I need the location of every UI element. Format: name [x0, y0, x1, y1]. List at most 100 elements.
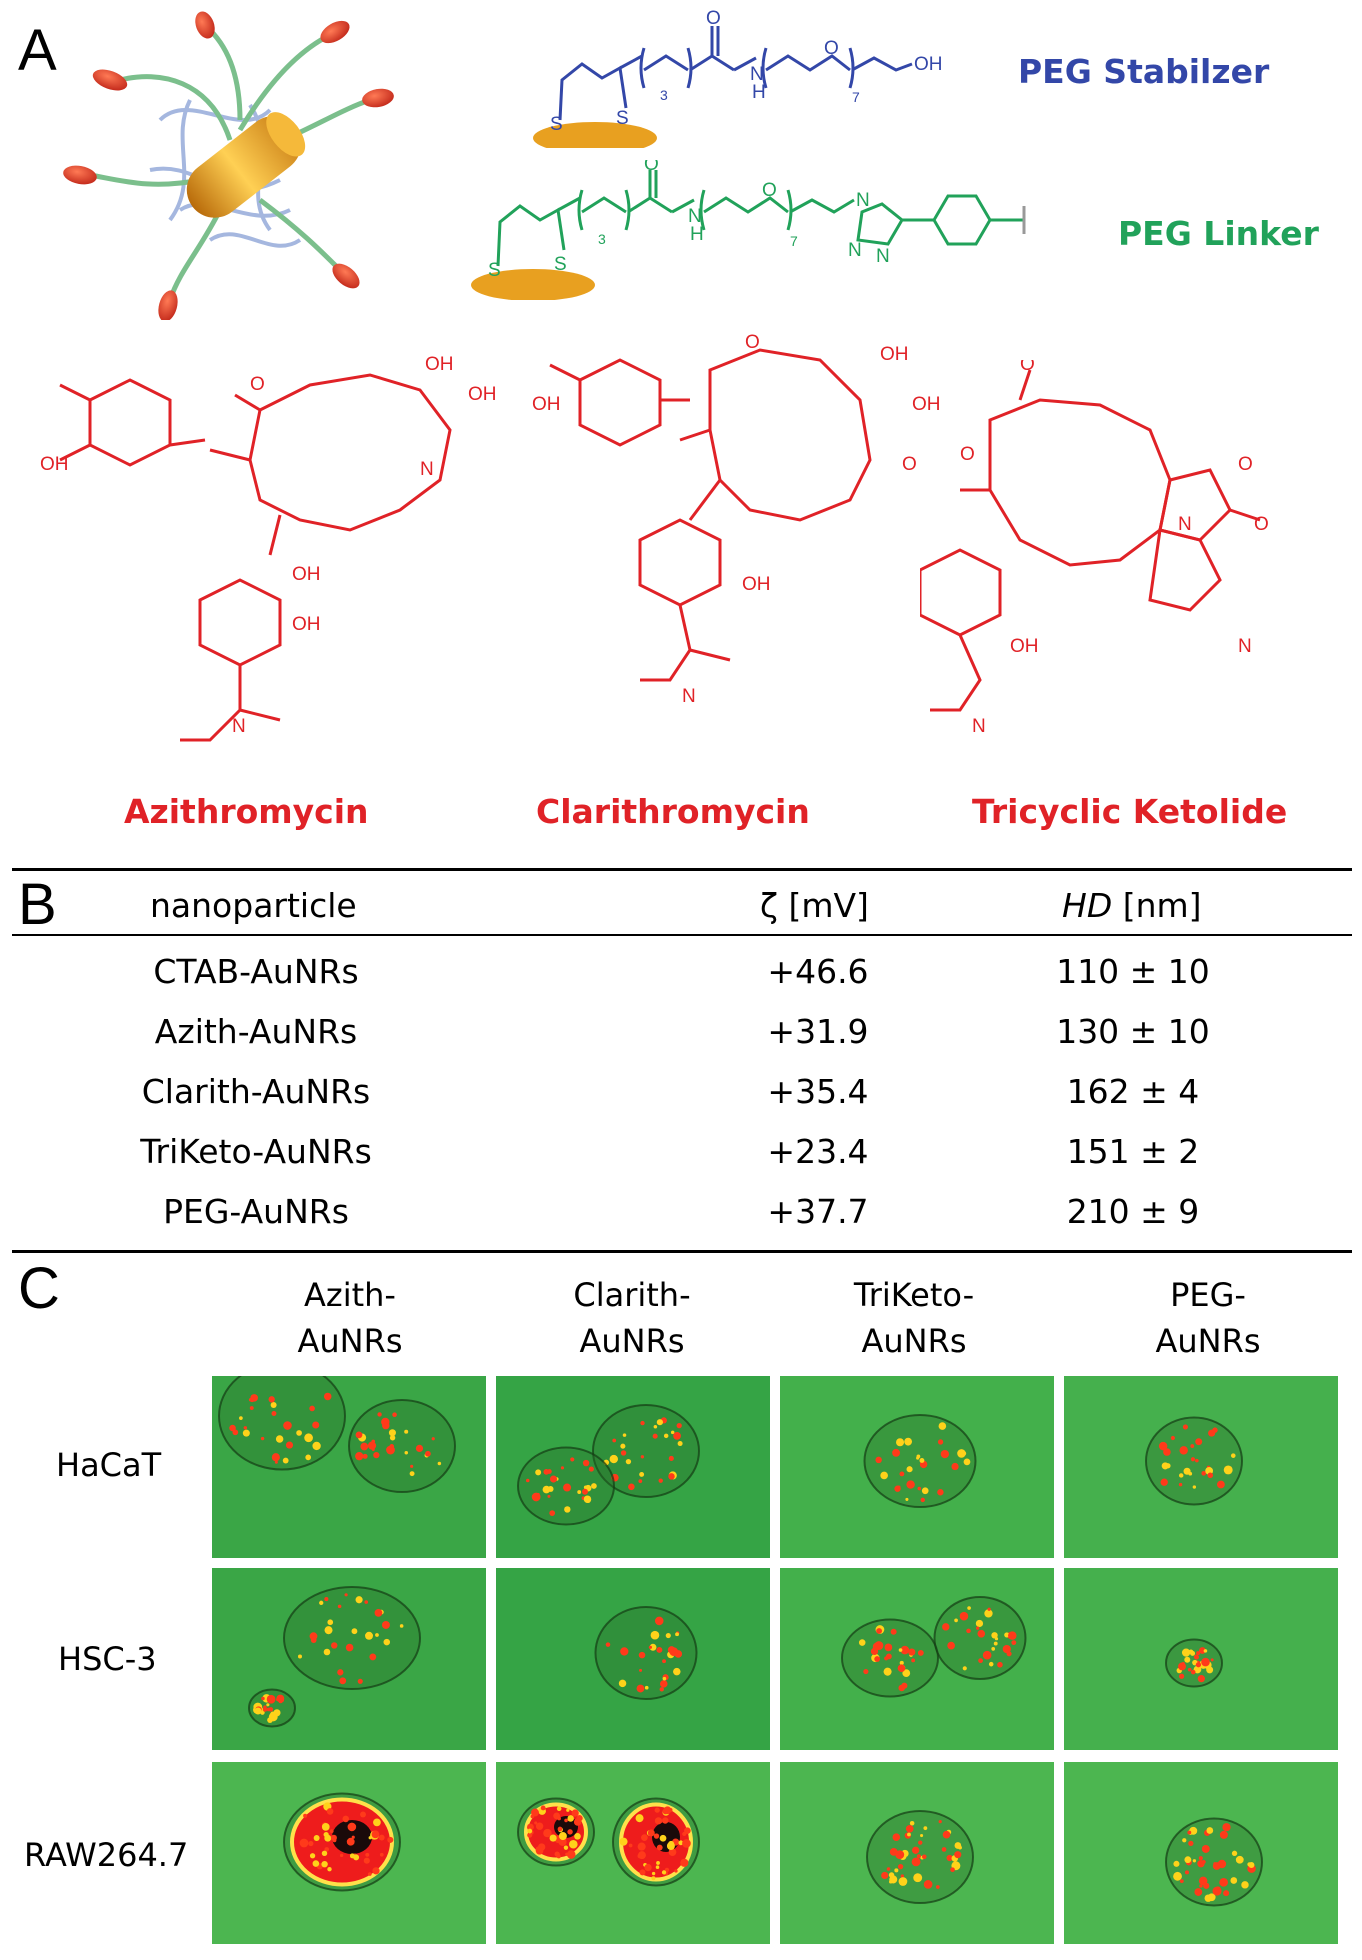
cell-zeta: +46.6	[767, 952, 869, 991]
cell-zeta: +35.4	[767, 1072, 869, 1111]
cell-hd: 130 ± 10	[1056, 1012, 1210, 1051]
cell-nanoparticle: TriKeto-AuNRs	[140, 1132, 372, 1171]
atom-label: N	[688, 206, 702, 227]
peg-stabilizer-structure: S S 3 O N H O 7 OH	[533, 8, 943, 148]
atom-label: N	[420, 459, 434, 480]
subscript-label: 7	[852, 89, 860, 105]
panel-b-letter: B	[18, 872, 57, 937]
column-header-line: AuNRs	[861, 1322, 967, 1360]
atom-label: OH	[40, 454, 69, 475]
micrograph-hsc-3-col3	[780, 1568, 1054, 1750]
column-header-line: AuNRs	[297, 1322, 403, 1360]
atom-label: O	[1254, 514, 1269, 535]
atom-label: OH	[292, 564, 321, 585]
peg-stabilizer-label: PEG Stabilzer	[1018, 52, 1270, 91]
azithromycin-structure: O OH OH N OH OH OH N	[40, 354, 497, 742]
atom-label: O	[745, 332, 760, 353]
atom-label: S	[550, 114, 563, 135]
cell-nanoparticle: CTAB-AuNRs	[153, 952, 359, 991]
atom-label: H	[690, 224, 704, 245]
clarithromycin-structure: O OH OH O OH OH N	[532, 332, 941, 707]
micrograph-hacat-col3	[780, 1376, 1054, 1558]
cell-hd: 162 ± 4	[1066, 1072, 1200, 1111]
cell-hd: 210 ± 9	[1066, 1192, 1200, 1231]
cell-zeta: +37.7	[767, 1192, 869, 1231]
row-label-hsc3: HSC-3	[58, 1640, 157, 1678]
column-header-line: AuNRs	[1155, 1322, 1261, 1360]
micrograph-raw264.7-col1	[212, 1762, 486, 1944]
atom-label: N	[848, 240, 862, 261]
subscript-label: 7	[790, 233, 798, 249]
header-zeta: ζ [mV]	[760, 886, 869, 925]
atom-label: OH	[292, 614, 321, 635]
atom-label: OH	[468, 384, 497, 405]
micrograph-hsc-3-col2	[496, 1568, 770, 1750]
atom-label: N	[232, 716, 246, 737]
atom-label: OH	[914, 54, 943, 75]
header-nanoparticle: nanoparticle	[150, 886, 357, 925]
atom-label: N	[682, 686, 696, 707]
row-label-raw264: RAW264.7	[24, 1836, 189, 1874]
micrograph-hsc-3-col4	[1064, 1568, 1338, 1750]
panel-a-letter: A	[18, 18, 57, 83]
column-header-azith: Azith- AuNRs	[250, 1272, 450, 1364]
atom-label: N	[856, 190, 870, 211]
atom-label: N	[972, 716, 986, 737]
column-header-line: Azith-	[304, 1276, 396, 1314]
atom-label: O	[960, 444, 975, 465]
atom-label: OH	[912, 394, 941, 415]
cell-nanoparticle: PEG-AuNRs	[163, 1192, 349, 1231]
cell-zeta: +23.4	[767, 1132, 869, 1171]
atom-label: O	[1020, 360, 1035, 375]
atom-label: N	[750, 64, 764, 85]
atom-label: OH	[742, 574, 771, 595]
header-hd: HD [nm]	[1062, 886, 1202, 925]
table-top-rule	[12, 868, 1352, 871]
subscript-label: 3	[598, 231, 606, 247]
ketolide-structure: O O O O N N OH N	[920, 360, 1269, 737]
atom-label: O	[902, 454, 917, 475]
column-header-line: AuNRs	[579, 1322, 685, 1360]
clarithromycin-label: Clarithromycin	[536, 792, 810, 831]
atom-label: S	[554, 254, 567, 275]
atom-label: O	[644, 160, 659, 175]
cell-nanoparticle: Clarith-AuNRs	[141, 1072, 371, 1111]
atom-label: O	[824, 38, 839, 59]
peg-linker-label: PEG Linker	[1118, 214, 1319, 253]
micrograph-raw264.7-col3	[780, 1762, 1054, 1944]
cell-hd: 110 ± 10	[1056, 952, 1210, 991]
column-header-peg: PEG- AuNRs	[1108, 1272, 1308, 1364]
panel-c-letter: C	[18, 1256, 60, 1321]
cell-nanoparticle: Azith-AuNRs	[154, 1012, 358, 1051]
atom-label: N	[876, 246, 890, 267]
atom-label: N	[1178, 514, 1192, 535]
atom-label: N	[1238, 636, 1252, 657]
atom-label: OH	[532, 394, 561, 415]
subscript-label: 3	[660, 87, 668, 103]
column-header-line: TriKeto-	[853, 1276, 975, 1314]
azithromycin-label: Azithromycin	[124, 792, 369, 831]
micrograph-hacat-col4	[1064, 1376, 1338, 1558]
atom-label: O	[706, 8, 721, 29]
row-label-hacat: HaCaT	[56, 1446, 162, 1484]
nanorod-illustration	[63, 11, 394, 320]
micrograph-raw264.7-col2	[496, 1762, 770, 1944]
header-hd-unit: [nm]	[1112, 886, 1202, 925]
table-bottom-rule	[12, 1250, 1352, 1253]
column-header-line: Clarith-	[573, 1276, 691, 1314]
atom-label: O	[250, 374, 265, 395]
table-header-rule	[12, 934, 1352, 936]
atom-label: OH	[880, 344, 909, 365]
atom-label: O	[1238, 454, 1253, 475]
atom-label: OH	[425, 354, 454, 375]
column-header-clarith: Clarith- AuNRs	[532, 1272, 732, 1364]
column-header-line: PEG-	[1170, 1276, 1246, 1314]
atom-label: S	[488, 260, 501, 281]
atom-label: OH	[1010, 636, 1039, 657]
peg-linker-structure: S S 3 O N H O 7 N N N	[471, 160, 1026, 300]
atom-label: H	[752, 82, 766, 103]
header-hd-symbol: HD	[1062, 886, 1113, 925]
tricyclic-ketolide-label: Tricyclic Ketolide	[972, 792, 1288, 831]
micrograph-hacat-col2	[496, 1376, 770, 1558]
micrograph-raw264.7-col4	[1064, 1762, 1338, 1944]
